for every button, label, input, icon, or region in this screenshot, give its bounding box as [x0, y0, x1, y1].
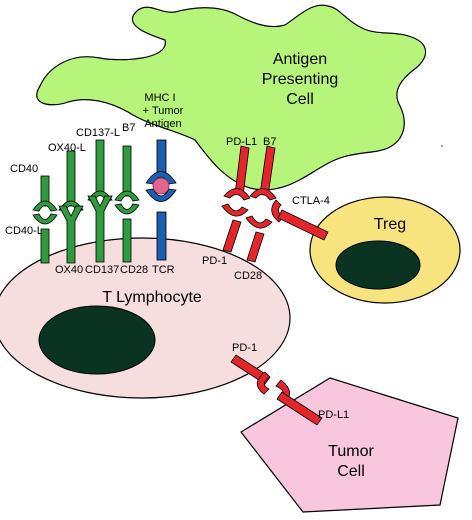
apc-label-line3: Cell [286, 91, 314, 108]
mhc-label-line3: Antigen [144, 118, 181, 130]
b7-cd28-red-pair [245, 145, 277, 263]
mhc-label-line1: MHC I [144, 92, 175, 104]
ox40l-ox40-pair [58, 150, 84, 264]
tumor-label-line1: Tumor [328, 443, 374, 460]
b7-cd28-pair [114, 145, 140, 263]
cd28-red-label: CD28 [234, 270, 262, 282]
ox40-label: OX40 [55, 264, 83, 276]
cd40l-label: CD40-L [5, 225, 43, 237]
apc-label-line2: Presenting [262, 71, 339, 88]
antigen-presenting-cell [36, 4, 427, 191]
cd40-cd40l-pair [32, 175, 58, 264]
pdl1-pd1-pair [221, 145, 251, 253]
pdl1-label: PD-L1 [226, 136, 257, 148]
tcr-label: TCR [152, 264, 175, 276]
cd137l-label: CD137-L [76, 127, 120, 139]
ctla4-label: CTLA-4 [292, 195, 330, 207]
b7-red-label: B7 [263, 136, 276, 148]
tumor-label-line2: Cell [337, 463, 365, 480]
tumor-antigen [152, 177, 170, 195]
apc-label-line1: Antigen [273, 51, 327, 68]
pd1-label: PD-1 [202, 255, 227, 267]
ctla4-receptor [271, 199, 329, 241]
treg-nucleus [335, 240, 421, 290]
stray-dot [441, 145, 443, 147]
cd137l-cd137-pair [87, 139, 113, 263]
pd1-pdl1-tumor-pair [230, 354, 323, 426]
t-lymphocyte-label: T Lymphocyte [102, 289, 202, 306]
mhc-label-line2: + Tumor [143, 105, 184, 117]
cd40-label: CD40 [10, 163, 38, 175]
tumor-pdl1-label: PD-L1 [318, 409, 349, 421]
cd137-label: CD137 [85, 264, 119, 276]
mhc-tcr-pair [145, 139, 177, 261]
pd1-lower-label: PD-1 [232, 342, 257, 354]
ox40l-label: OX40-L [48, 142, 86, 154]
treg-label: Treg [374, 216, 406, 233]
cd28-label: CD28 [120, 264, 148, 276]
tumor-cell [240, 377, 459, 513]
t-lymphocyte-nucleus [38, 305, 156, 375]
b7-label: B7 [122, 122, 135, 134]
